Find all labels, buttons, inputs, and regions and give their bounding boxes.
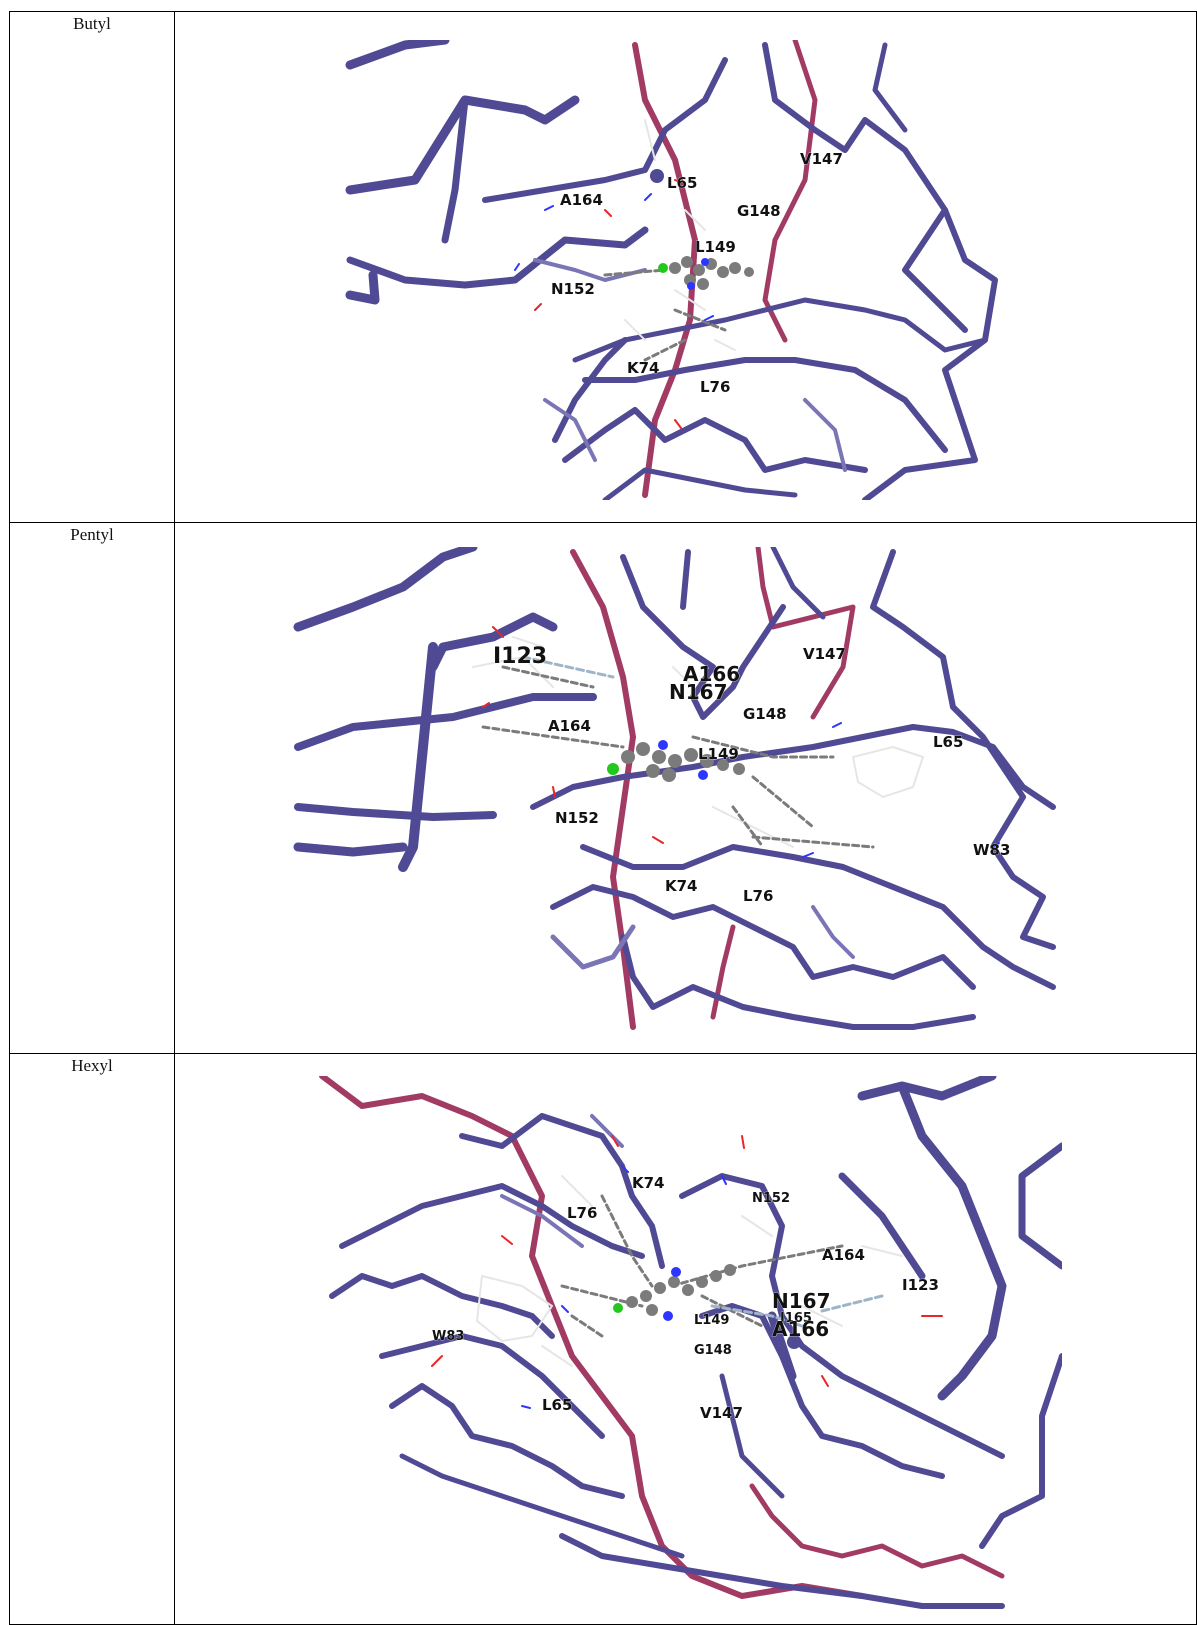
residue-label: G148 (694, 1343, 732, 1358)
residue-label: L65 (933, 733, 963, 751)
table-row: Butyl (9, 11, 1197, 523)
label-cell: Hexyl (9, 1053, 175, 1625)
residue-label: L149 (695, 238, 736, 256)
residue-label: K74 (627, 359, 660, 377)
hexyl-binding-pose-image: K74 N152 L76 A164 I123 N167 L149 I165 A1… (319, 1076, 1062, 1609)
residue-label: I123 (493, 644, 547, 669)
residue-label: A166 (683, 662, 740, 686)
residue-labels: I123 A166 V147 N167 A164 G148 L149 L65 N… (493, 644, 1011, 906)
label-cell: Butyl (9, 11, 175, 523)
residue-label: L76 (743, 887, 773, 905)
residue-label: L76 (700, 378, 730, 396)
residue-label: N167 (772, 1289, 831, 1313)
residue-label: V147 (803, 645, 846, 663)
residue-label: N152 (752, 1191, 790, 1206)
image-cell: K74 N152 L76 A164 I123 N167 L149 I165 A1… (174, 1053, 1197, 1625)
table-row: Hexyl (9, 1053, 1197, 1625)
residue-label: L149 (698, 745, 739, 763)
residue-labels: K74 N152 L76 A164 I123 N167 L149 I165 A1… (432, 1174, 940, 1423)
image-cell: V147 A164 L65 G148 L149 N152 K74 L76 (174, 11, 1197, 523)
residue-label: G148 (743, 705, 787, 723)
residue-label: W83 (432, 1329, 464, 1344)
row-label-hexyl: Hexyl (71, 1056, 113, 1075)
residue-labels: V147 A164 L65 G148 L149 N152 K74 L76 (551, 150, 844, 397)
residue-label: N167 (669, 680, 728, 704)
butyl-binding-pose-image: V147 A164 L65 G148 L149 N152 K74 L76 (345, 40, 998, 500)
residue-label: A166 (772, 1317, 829, 1341)
residue-label: L149 (694, 1313, 729, 1328)
docking-results-table: Butyl (9, 11, 1197, 1625)
residue-label: L65 (667, 174, 697, 192)
residue-label: K74 (632, 1174, 665, 1192)
pentyl-binding-pose-image: I123 A166 V147 N167 A164 G148 L149 L65 N… (293, 547, 1056, 1030)
residue-label: G148 (737, 202, 781, 220)
residue-label: I123 (902, 1276, 939, 1294)
row-label-pentyl: Pentyl (70, 525, 114, 544)
residue-label: L76 (567, 1204, 597, 1222)
residue-label: N152 (555, 809, 599, 827)
residue-label: W83 (973, 841, 1010, 859)
residue-label: V147 (800, 150, 843, 168)
residue-label: A164 (822, 1246, 865, 1264)
image-cell: I123 A166 V147 N167 A164 G148 L149 L65 N… (174, 522, 1197, 1054)
residue-label: N152 (551, 280, 595, 298)
residue-label: I165 (780, 1311, 812, 1326)
label-cell: Pentyl (9, 522, 175, 1054)
row-label-butyl: Butyl (73, 14, 111, 33)
residue-label: V147 (700, 1404, 743, 1422)
residue-label: K74 (665, 877, 698, 895)
residue-label: A164 (548, 717, 591, 735)
residue-label: L65 (542, 1396, 572, 1414)
residue-label: A164 (560, 191, 603, 209)
table-row: Pentyl (9, 522, 1197, 1054)
